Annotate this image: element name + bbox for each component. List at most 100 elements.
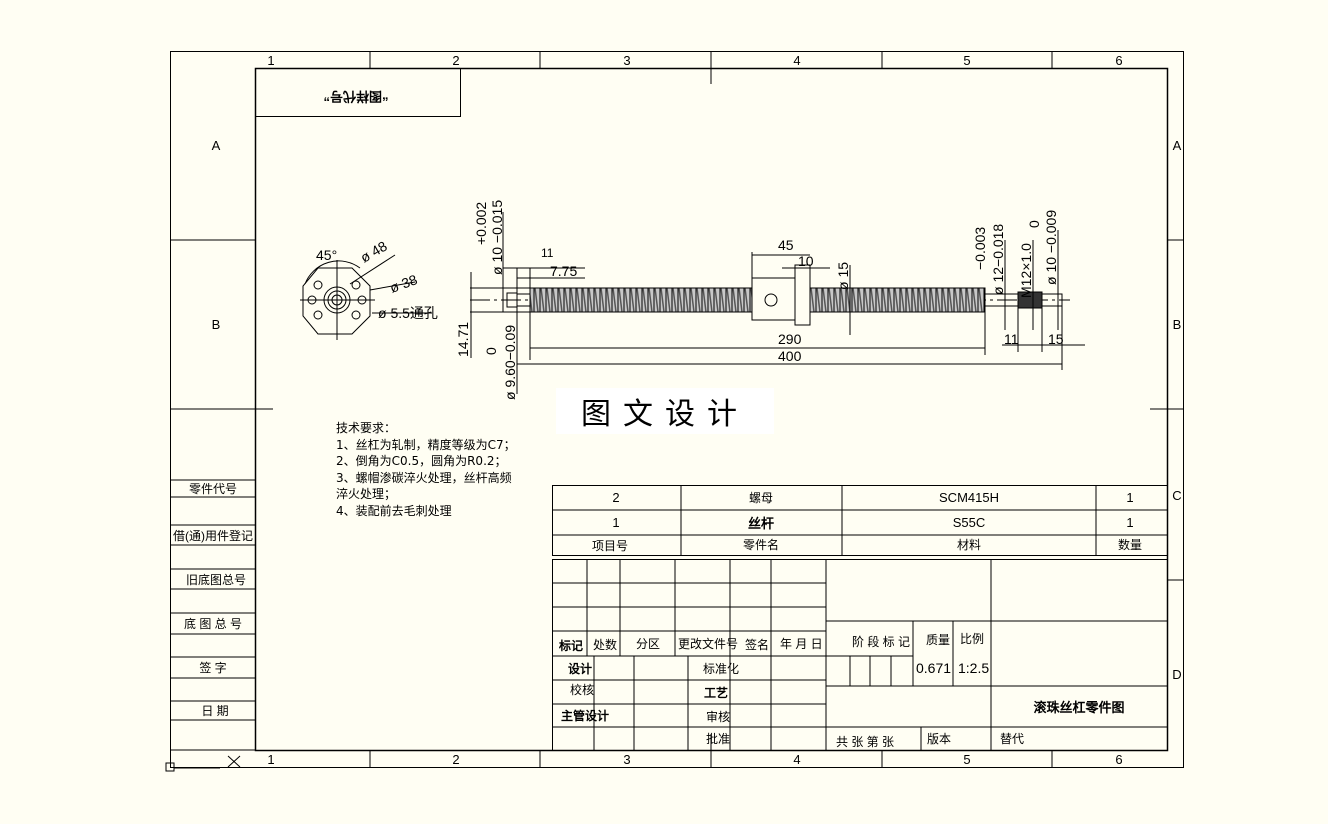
dim-290: 290 bbox=[778, 331, 802, 347]
title-block: 标记 处数 分区 更改文件号 签名 年 月 日 设计 标准化 校核 工艺 主管设… bbox=[558, 632, 1125, 749]
col-num: 5 bbox=[963, 752, 970, 767]
requirement-item: 2、倒角为C0.5，圆角为R0.2； bbox=[336, 454, 507, 468]
requirements-title: 技术要求： bbox=[336, 421, 397, 435]
scale-label: 比例 bbox=[960, 632, 984, 646]
sign-label-approve: 批准 bbox=[706, 731, 730, 746]
material: S55C bbox=[953, 515, 986, 530]
replace-label: 替代 bbox=[1000, 732, 1024, 746]
dim-end-tol: 0 bbox=[1026, 220, 1042, 228]
col-num: 5 bbox=[963, 53, 970, 68]
parts-list: 2 螺母 SCM415H 1 1 丝杆 S55C 1 项目号 零件名 材料 数量 bbox=[592, 490, 1142, 553]
mass-label: 质量 bbox=[926, 633, 950, 647]
dim-end-dia: ø 10 −0.009 bbox=[1043, 210, 1059, 285]
col-num: 4 bbox=[793, 53, 800, 68]
col-num: 2 bbox=[452, 752, 459, 767]
sign-label-check: 校核 bbox=[570, 682, 594, 697]
dim-400: 400 bbox=[778, 348, 802, 364]
requirement-item: 淬火处理； bbox=[336, 487, 397, 501]
zone-labels: 1 2 3 4 5 6 1 2 3 4 5 6 A B A B C D “图样代… bbox=[173, 53, 1182, 767]
part-name: 丝杆 bbox=[748, 516, 774, 531]
dim-left-tol: +0.002 bbox=[473, 202, 489, 245]
dim-right-dia: ø 12−0.018 bbox=[990, 224, 1006, 295]
item-no: 1 bbox=[612, 515, 619, 530]
scale-value: 1:2.5 bbox=[958, 660, 989, 676]
dim-right-15: 15 bbox=[1048, 331, 1064, 347]
ball-screw-side-view bbox=[470, 212, 1085, 394]
sign-label-design: 设计 bbox=[568, 661, 592, 676]
rev-header: 处数 bbox=[593, 637, 617, 652]
version-label: 版本 bbox=[927, 732, 951, 746]
parts-row: 1 丝杆 S55C 1 bbox=[612, 515, 1133, 531]
flange-end-view bbox=[300, 254, 432, 340]
sign-label-review: 审核 bbox=[706, 709, 730, 724]
sign-label-process: 工艺 bbox=[704, 685, 728, 700]
dim-right-tol: −0.003 bbox=[972, 227, 988, 270]
header-quantity: 数量 bbox=[1118, 537, 1142, 552]
header-item-no: 项目号 bbox=[592, 539, 628, 553]
quantity: 1 bbox=[1126, 490, 1133, 505]
drawing-title: 滚珠丝杠零件图 bbox=[1033, 700, 1124, 715]
mass-value: 0.671 bbox=[916, 660, 951, 676]
rev-header: 分区 bbox=[636, 637, 660, 651]
parts-list-grid bbox=[552, 485, 1168, 556]
dim-pcd-inner: ø 38 bbox=[388, 271, 420, 296]
side-label: 旧底图总号 bbox=[186, 572, 246, 587]
col-num: 2 bbox=[452, 53, 459, 68]
shaft-dimensions: +0.002 ø 10 −0.015 11 7.75 14.71 0 ø 9.6… bbox=[455, 200, 1064, 400]
parts-header: 项目号 零件名 材料 数量 bbox=[592, 537, 1142, 553]
technical-requirements: 技术要求： 1、丝杠为轧制，精度等级为C7； 2、倒角为C0.5，圆角为R0.2… bbox=[336, 420, 516, 519]
watermark: 图文设计 bbox=[556, 388, 774, 434]
dim-thread-dia: ø 15 bbox=[835, 262, 851, 290]
requirement-item: 3、螺帽渗碳淬火处理，丝杆高频 bbox=[336, 470, 512, 485]
rev-header: 签名 bbox=[745, 637, 769, 652]
side-label: 借(通)用件登记 bbox=[173, 528, 253, 543]
side-label: 签 字 bbox=[199, 660, 226, 675]
dim-11: 11 bbox=[541, 246, 554, 260]
col-num: 3 bbox=[623, 53, 630, 68]
sign-label-standard: 标准化 bbox=[703, 662, 739, 676]
material: SCM415H bbox=[939, 490, 999, 505]
rev-header: 年 月 日 bbox=[780, 637, 823, 651]
col-num: 4 bbox=[793, 752, 800, 767]
col-num: 1 bbox=[267, 752, 274, 767]
sign-label-chief: 主管设计 bbox=[561, 708, 609, 723]
drawing-code-box bbox=[255, 68, 461, 117]
dim-flange-length: 10 bbox=[798, 253, 814, 269]
row-letter: B bbox=[1173, 317, 1182, 332]
dim-nut-length: 45 bbox=[778, 237, 794, 253]
item-no: 2 bbox=[612, 490, 619, 505]
col-num: 3 bbox=[623, 752, 630, 767]
quantity: 1 bbox=[1126, 515, 1133, 530]
dim-right-11: 11 bbox=[1004, 331, 1019, 347]
row-letter: D bbox=[1172, 667, 1181, 682]
header-material: 材料 bbox=[957, 538, 981, 552]
header-part-name: 零件名 bbox=[743, 537, 779, 552]
dim-left-dia: ø 10 −0.015 bbox=[489, 200, 505, 275]
zone-grid bbox=[165, 51, 1183, 772]
col-num: 6 bbox=[1115, 53, 1122, 68]
rev-header: 标记 bbox=[558, 638, 583, 653]
side-label: 零件代号 bbox=[189, 482, 237, 496]
row-letter: B bbox=[212, 317, 221, 332]
part-name: 螺母 bbox=[749, 491, 773, 505]
row-letter: C bbox=[1172, 488, 1181, 503]
col-num: 6 bbox=[1115, 752, 1122, 767]
side-label: 日 期 bbox=[201, 704, 228, 718]
dim-7-75: 7.75 bbox=[550, 263, 577, 279]
requirement-item: 1、丝杠为轧制，精度等级为C7； bbox=[336, 437, 516, 452]
dim-height: 14.71 bbox=[455, 322, 471, 357]
sheet-count: 共 张 第 张 bbox=[836, 735, 894, 749]
side-label: 底 图 总 号 bbox=[184, 616, 242, 631]
col-num: 1 bbox=[267, 53, 274, 68]
parts-row: 2 螺母 SCM415H 1 bbox=[612, 490, 1133, 505]
dim-groove-dia: ø 9.60−0.09 bbox=[502, 325, 518, 400]
requirement-item: 4、装配前去毛刺处理 bbox=[336, 503, 452, 518]
title-block-grid bbox=[552, 559, 1168, 751]
dim-groove-tol: 0 bbox=[483, 347, 499, 355]
rev-header: 更改文件号 bbox=[678, 636, 738, 651]
row-letter: A bbox=[212, 138, 221, 153]
stage-label: 阶 段 标 记 bbox=[852, 634, 910, 649]
drawing-code-label: “图样代号” bbox=[323, 89, 388, 104]
dim-angle: 45° bbox=[316, 247, 337, 263]
